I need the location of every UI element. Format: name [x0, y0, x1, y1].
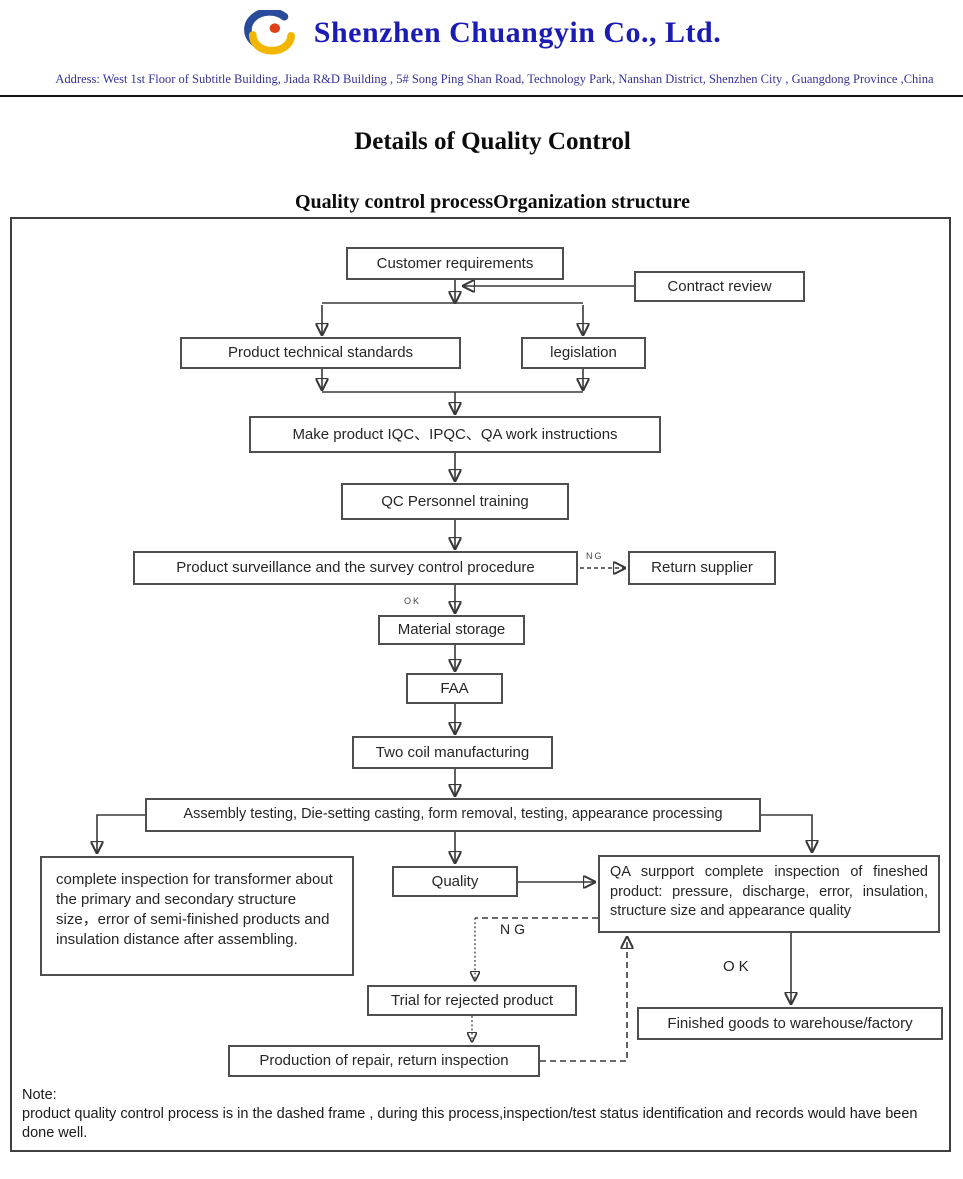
logo-dot	[269, 23, 280, 33]
header-divider	[0, 95, 963, 97]
company-address: Address: West 1st Floor of Subtitle Buil…	[55, 72, 934, 86]
company-name: Shenzhen Chuangyin Co., Ltd.	[313, 16, 722, 49]
node-legislation: legislation	[521, 337, 646, 369]
node-contract-review: Contract review	[634, 271, 805, 302]
node-qc-personnel-training: QC Personnel training	[341, 483, 569, 520]
company-logo-icon	[243, 10, 295, 55]
node-product-technical-standards: Product technical standards	[180, 337, 461, 369]
node-assembly-testing: Assembly testing, Die-setting casting, f…	[145, 798, 761, 832]
node-product-surveillance: Product surveillance and the survey cont…	[133, 551, 578, 585]
node-faa: FAA	[406, 673, 503, 704]
node-customer-requirements: Customer requirements	[346, 247, 564, 280]
note-text: product quality control process is in th…	[22, 1106, 918, 1141]
node-trial-rejected: Trial for rejected product	[367, 985, 577, 1016]
node-complete-inspection: complete inspection for transformer abou…	[40, 856, 354, 976]
section-title: Quality control processOrganization stru…	[295, 191, 690, 213]
letterhead: Shenzhen Chuangyin Co., Ltd.	[0, 10, 963, 56]
node-two-coil-manufacturing: Two coil manufacturing	[352, 736, 553, 769]
label-ng-supplier: NG	[586, 551, 604, 561]
node-make-product-instructions: Make product IQC、IPQC、QA work instructio…	[249, 416, 661, 453]
node-quality: Quality	[392, 866, 518, 897]
page-title: Details of Quality Control	[354, 128, 631, 155]
label-ng-trial: NG	[500, 921, 529, 937]
node-material-storage: Material storage	[378, 615, 525, 645]
label-ok-storage: OK	[404, 596, 422, 606]
node-qa-support: QA surpport complete inspection of fines…	[598, 855, 940, 933]
note-block: Note: product quality control process is…	[22, 1086, 938, 1143]
node-finished-goods: Finished goods to warehouse/factory	[637, 1007, 943, 1040]
note-label: Note:	[22, 1087, 57, 1103]
node-production-repair: Production of repair, return inspection	[228, 1045, 540, 1077]
label-ok-finished: OK	[723, 958, 753, 975]
node-return-supplier: Return supplier	[628, 551, 776, 585]
